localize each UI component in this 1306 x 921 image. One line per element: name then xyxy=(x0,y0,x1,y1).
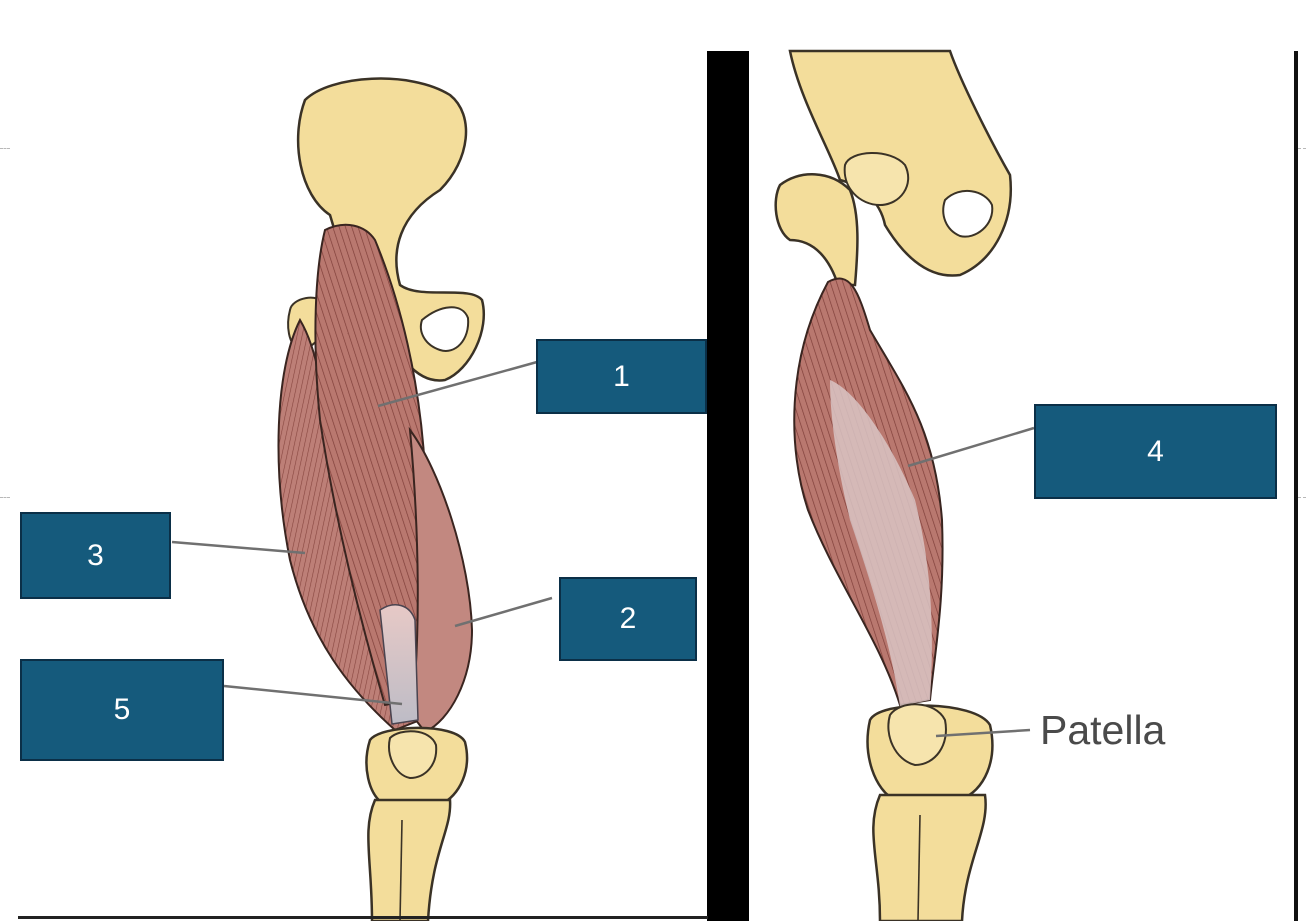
femoral-head xyxy=(843,152,910,207)
obturator-foramen xyxy=(420,306,470,352)
patella-label: Patella xyxy=(1040,707,1166,753)
right-thigh-drawing xyxy=(774,49,1035,921)
label-text: 2 xyxy=(619,602,637,635)
leader-line-5 xyxy=(223,684,403,706)
label-box-3[interactable]: 3 xyxy=(20,512,171,599)
quadriceps-tendon xyxy=(379,604,419,725)
label-text: 1 xyxy=(613,359,630,393)
right-tibia xyxy=(872,793,987,921)
panel-divider xyxy=(707,51,749,921)
label-box-4[interactable]: 4 xyxy=(1034,404,1277,499)
label-box-2[interactable]: 2 xyxy=(559,577,697,661)
femur xyxy=(774,173,859,287)
leader-line-patella xyxy=(935,728,1031,738)
right-foramen xyxy=(942,190,994,238)
left-tibia xyxy=(367,798,452,921)
leader-line-2 xyxy=(454,596,553,628)
left-thigh-drawing xyxy=(171,77,553,921)
leader-line-1 xyxy=(377,360,538,408)
medial-muscle xyxy=(408,426,474,734)
guide-mark xyxy=(0,148,10,149)
label-box-5[interactable]: 5 xyxy=(20,659,224,761)
guide-mark xyxy=(0,497,10,498)
guide-mark xyxy=(1298,148,1306,149)
right-patella xyxy=(887,703,947,767)
label-text: 5 xyxy=(113,693,131,726)
label-text: 4 xyxy=(1147,434,1164,468)
deep-muscle-tendon xyxy=(830,380,932,706)
label-text: 3 xyxy=(87,538,104,572)
leader-line-4 xyxy=(907,426,1035,468)
label-box-1[interactable]: 1 xyxy=(536,339,707,414)
panel-border xyxy=(1294,51,1298,921)
left-patella xyxy=(388,730,438,780)
leader-line-3 xyxy=(171,540,306,555)
panel-bottom-border xyxy=(18,916,708,919)
guide-mark xyxy=(1298,497,1306,498)
